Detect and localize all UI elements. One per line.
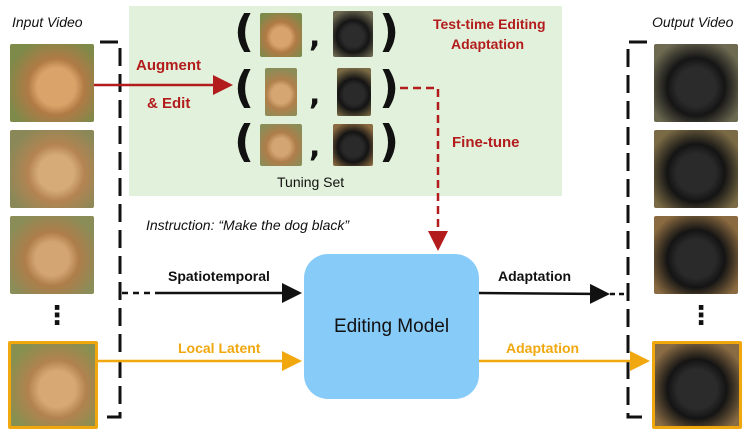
output-ellipsis: ⋮ <box>688 300 714 330</box>
spatiotemporal-label: Spatiotemporal <box>168 268 270 284</box>
output-frame-2 <box>654 130 738 208</box>
comma-3: , <box>309 129 321 164</box>
tuning-output-2 <box>337 68 371 116</box>
input-frame-3 <box>10 216 94 294</box>
output-frame-1 <box>654 44 738 122</box>
paren-close-2: ) <box>379 62 400 113</box>
edit-label: & Edit <box>147 95 191 112</box>
input-ellipsis: ⋮ <box>44 300 70 330</box>
augment-label: Augment <box>136 57 201 74</box>
instruction-label: Instruction: “Make the dog black” <box>146 217 350 233</box>
input-frame-2 <box>10 130 94 208</box>
comma-2: , <box>309 77 321 112</box>
editing-model-label: Editing Model <box>333 315 450 337</box>
adaptation-top-label: Adaptation <box>498 268 572 284</box>
output-frame-3 <box>654 216 738 294</box>
paren-open-2: ( <box>234 62 255 113</box>
editing-model-box: Editing Model <box>304 254 479 399</box>
output-frame-last <box>652 341 742 429</box>
test-time-label-2: Adaptation <box>451 36 525 52</box>
tuning-input-1 <box>260 13 302 57</box>
input-frame-1 <box>10 44 94 122</box>
tuning-output-1 <box>333 11 373 57</box>
paren-open-3: ( <box>234 116 255 167</box>
tuning-input-2 <box>265 68 297 116</box>
input-video-label: Input Video <box>12 14 83 30</box>
adaptation-top-arrow <box>478 283 610 304</box>
tuning-output-3 <box>333 124 373 166</box>
paren-close-1: ) <box>379 6 400 57</box>
test-time-label-1: Test-time Editing <box>433 16 546 32</box>
comma-1: , <box>309 19 321 54</box>
adaptation-bottom-label: Adaptation <box>506 340 580 356</box>
output-bracket <box>626 40 647 419</box>
paren-close-3: ) <box>379 116 400 167</box>
local-latent-label: Local Latent <box>178 340 261 356</box>
tuning-input-3 <box>260 124 302 166</box>
paren-open-1: ( <box>234 6 255 57</box>
output-video-label: Output Video <box>652 14 734 30</box>
tuning-set-label: Tuning Set <box>277 174 345 190</box>
input-frame-last <box>8 341 98 429</box>
input-bracket <box>100 40 122 419</box>
fine-tune-label: Fine-tune <box>452 134 520 151</box>
fine-tune-arrow <box>400 86 448 251</box>
